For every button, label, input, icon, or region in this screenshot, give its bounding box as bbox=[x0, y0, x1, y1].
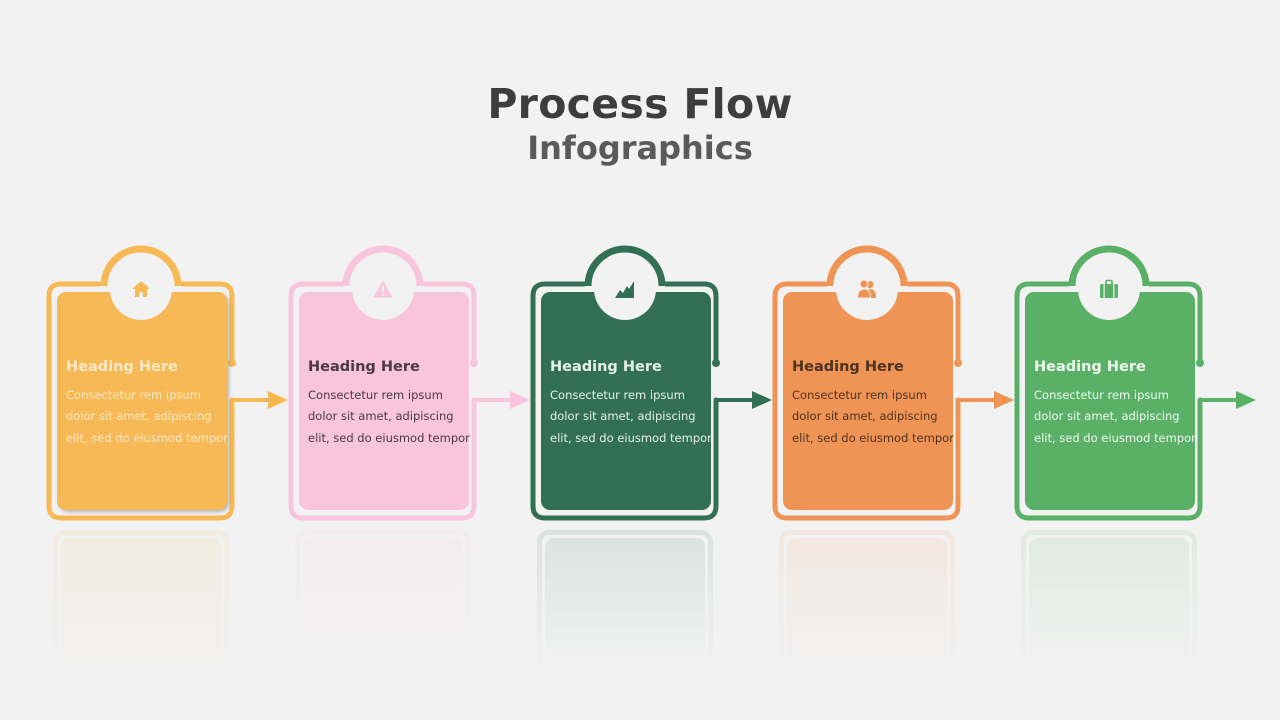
home-icon bbox=[132, 281, 150, 297]
step-reflection bbox=[295, 530, 485, 670]
step-frame bbox=[1014, 245, 1256, 521]
icon-badge bbox=[1078, 258, 1140, 320]
process-step-5: Heading Here Consectetur rem ipsum dolor… bbox=[1014, 245, 1256, 522]
step-heading: Heading Here bbox=[792, 359, 904, 375]
step-frame bbox=[772, 245, 1014, 521]
step-reflection bbox=[1021, 530, 1211, 670]
step-frame bbox=[288, 245, 530, 521]
step-reflection bbox=[537, 530, 727, 670]
step-heading: Heading Here bbox=[66, 359, 178, 375]
step-reflection bbox=[779, 530, 969, 670]
step-body: Consectetur rem ipsum dolor sit amet, ad… bbox=[1034, 388, 1196, 445]
icon-badge bbox=[594, 258, 656, 320]
process-step-4: Heading Here Consectetur rem ipsum dolor… bbox=[772, 245, 1014, 522]
users-icon bbox=[857, 279, 876, 299]
step-body: Consectetur rem ipsum dolor sit amet, ad… bbox=[308, 388, 470, 445]
chart-area-icon bbox=[615, 281, 634, 298]
step-heading: Heading Here bbox=[550, 359, 662, 375]
warning-icon bbox=[373, 280, 393, 298]
step-body: Consectetur rem ipsum dolor sit amet, ad… bbox=[550, 388, 712, 445]
process-step-2: Heading Here Consectetur rem ipsum dolor… bbox=[288, 245, 530, 522]
step-body: Consectetur rem ipsum dolor sit amet, ad… bbox=[792, 388, 954, 445]
step-heading: Heading Here bbox=[1034, 359, 1146, 375]
step-heading: Heading Here bbox=[308, 359, 420, 375]
process-step-1: Heading Here Consectetur rem ipsum dolor… bbox=[46, 245, 288, 522]
step-card bbox=[1025, 292, 1195, 510]
step-frame bbox=[46, 245, 288, 521]
briefcase-icon bbox=[1100, 279, 1118, 298]
step-card bbox=[541, 292, 711, 510]
icon-badge bbox=[352, 258, 414, 320]
step-reflection bbox=[53, 530, 243, 670]
icon-badge bbox=[110, 258, 172, 320]
step-card bbox=[57, 292, 227, 510]
step-card bbox=[783, 292, 953, 510]
icon-badge bbox=[836, 258, 898, 320]
step-card bbox=[299, 292, 469, 510]
step-frame bbox=[530, 245, 772, 521]
process-step-3: Heading Here Consectetur rem ipsum dolor… bbox=[530, 245, 772, 522]
step-body: Consectetur rem ipsum dolor sit amet, ad… bbox=[66, 388, 228, 445]
page-subtitle: Infographics bbox=[527, 129, 753, 167]
page-title: Process Flow bbox=[487, 80, 793, 128]
